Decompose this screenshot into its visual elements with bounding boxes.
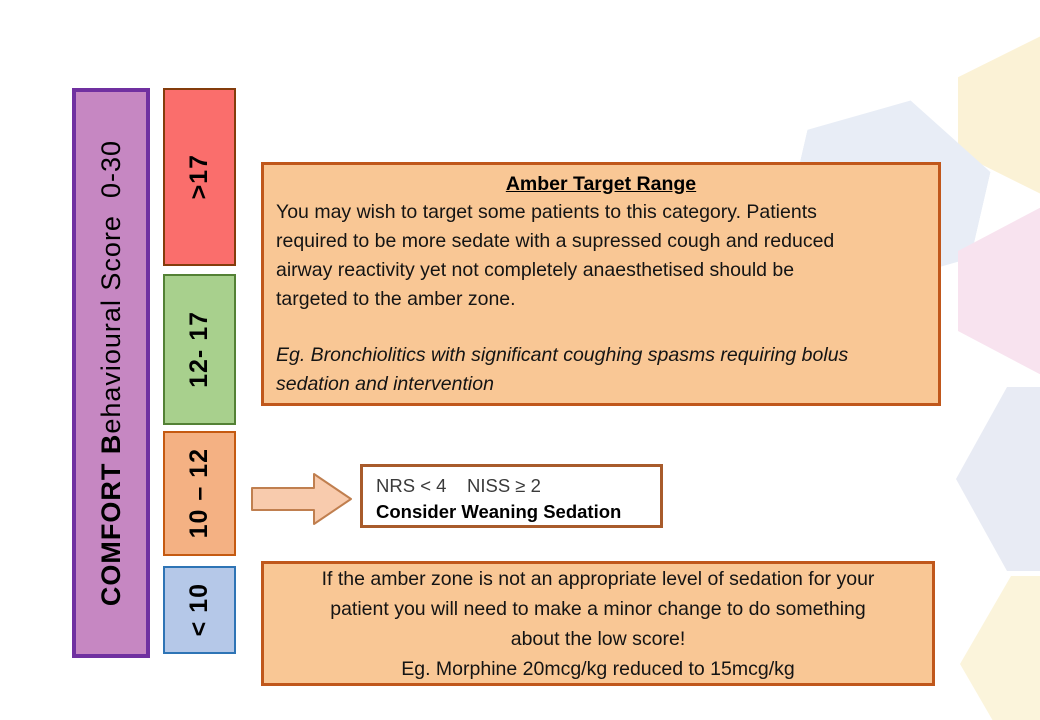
comfort-scale-bar: COMFORT Behavioural Score 0-30	[72, 88, 150, 658]
hexagon-decoration	[956, 387, 1040, 571]
weaning-criteria-text: NRS < 4 NISS ≥ 2	[376, 475, 541, 496]
low-score-panel-text: If the amber zone is not an appropriate …	[321, 567, 875, 680]
low-score-panel: If the amber zone is not an appropriate …	[261, 561, 935, 686]
score-band-amber-range: 10 – 12	[163, 431, 236, 556]
score-band-green-range: 12- 17	[163, 274, 236, 425]
score-band-label: >17	[185, 154, 213, 200]
weaning-criteria-panel: NRS < 4 NISS ≥ 2 Consider Weaning Sedati…	[360, 464, 663, 528]
score-band-low-range: < 10	[163, 566, 236, 654]
score-band-label: 12- 17	[185, 311, 213, 388]
comfort-scale-title: COMFORT Behavioural Score 0-30	[95, 139, 126, 607]
score-band-label: < 10	[185, 583, 213, 637]
weaning-action-text: Consider Weaning Sedation	[376, 501, 622, 522]
amber-target-panel: Amber Target Range You may wish to targe…	[261, 162, 941, 406]
amber-target-panel-body: You may wish to target some patients to …	[276, 201, 835, 310]
comfort-scale-title-rest: ehavioural Score 0-30	[95, 139, 126, 434]
comfort-scale-title-bold: COMFORT B	[95, 433, 126, 607]
score-band-deep-sedation: >17	[163, 88, 236, 266]
score-band-label: 10 – 12	[185, 448, 213, 539]
amber-target-panel-title: Amber Target Range	[505, 173, 697, 195]
amber-target-panel-example: Eg. Bronchiolitics with significant coug…	[276, 344, 849, 395]
right-arrow-icon	[251, 473, 352, 525]
hexagon-decoration	[960, 576, 1040, 720]
